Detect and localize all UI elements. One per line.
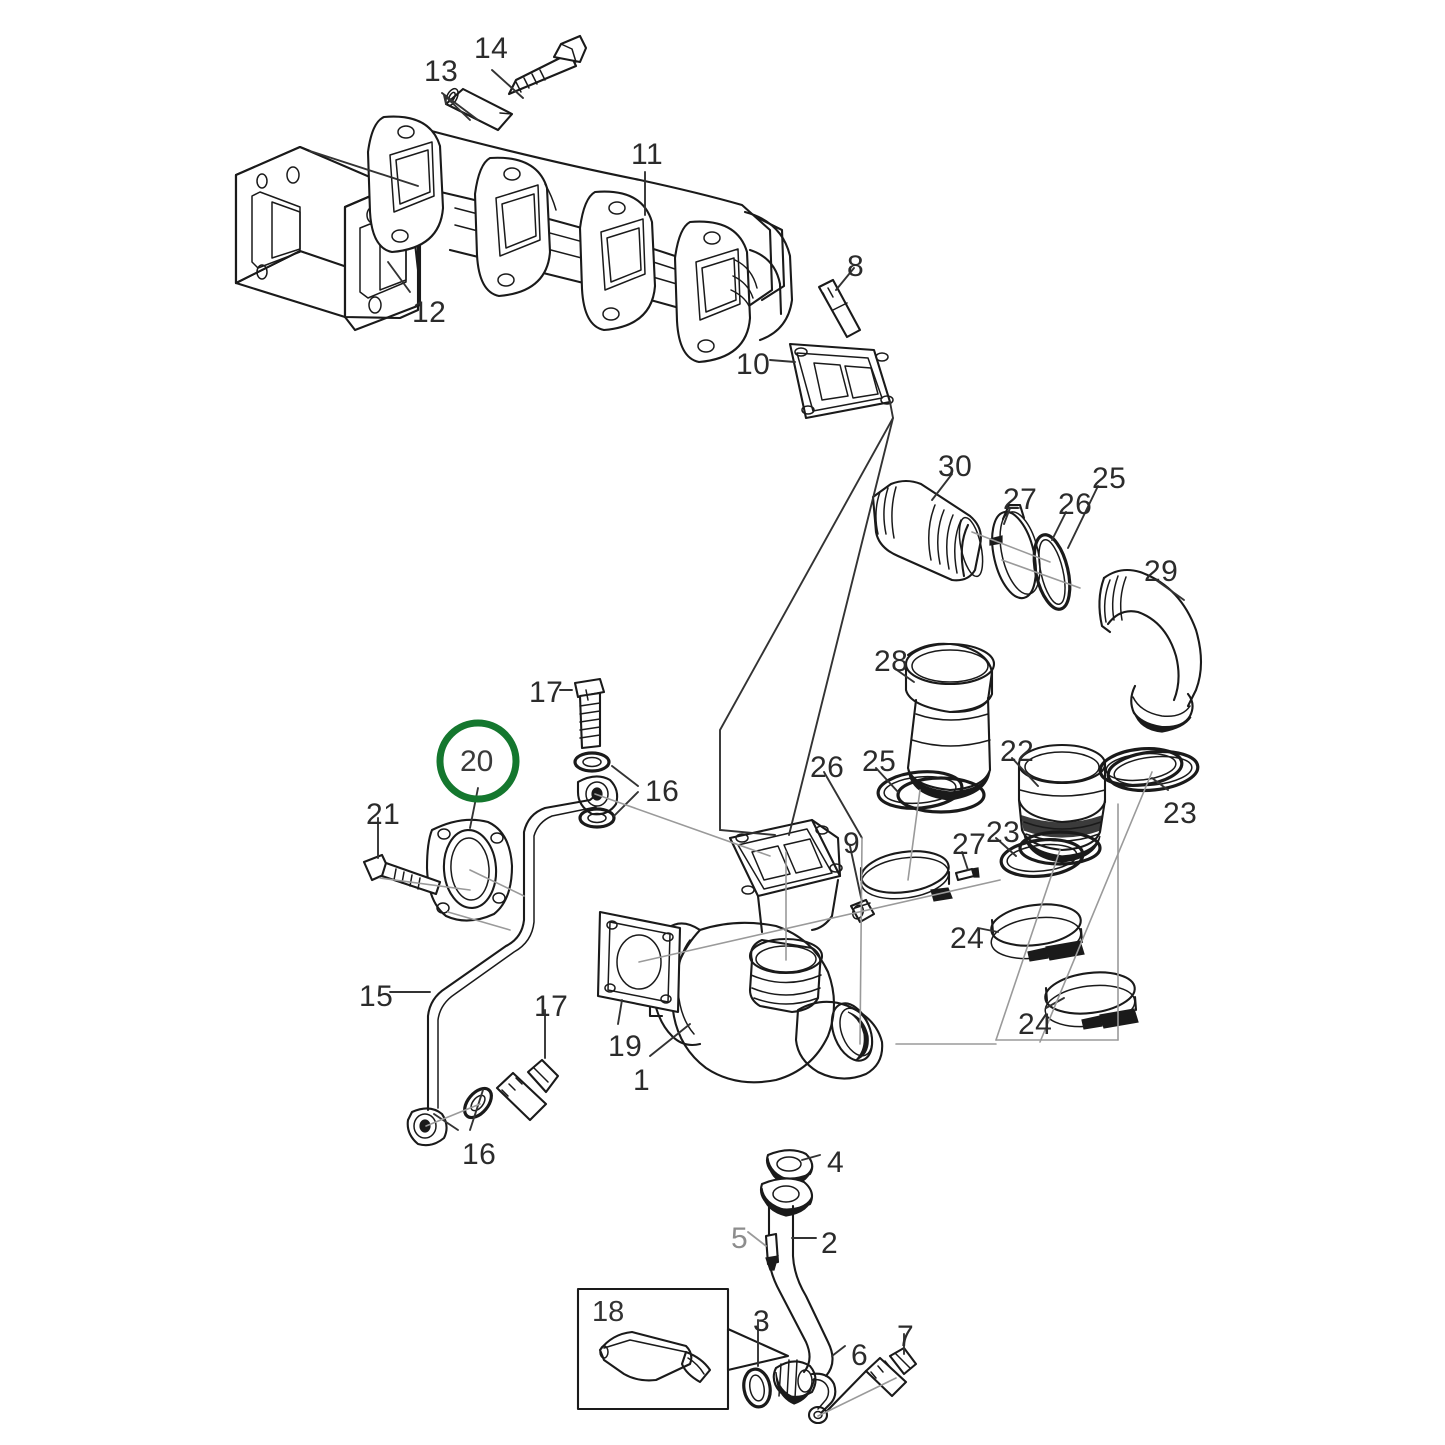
seal-ring-25-lower <box>876 770 964 810</box>
callout-17-lower: 17 <box>534 990 569 1023</box>
hose-30 <box>871 479 984 582</box>
clamp-27 <box>989 503 1041 600</box>
oil-drain-group <box>759 1149 837 1425</box>
callout-24-upper: 24 <box>950 922 985 955</box>
callout-13: 13 <box>424 55 459 88</box>
callout-22: 22 <box>1000 735 1035 768</box>
oil-feed-pipe-15 <box>406 775 619 1147</box>
turbo-gasket-10 <box>788 342 894 420</box>
banjo-bolt-17-upper <box>573 677 606 750</box>
sealant-box-18 <box>576 1287 790 1411</box>
callout-4: 4 <box>827 1146 845 1179</box>
callout-5: 5 <box>731 1222 749 1255</box>
callout-10: 10 <box>736 348 771 381</box>
callout-3: 3 <box>753 1305 771 1338</box>
ring-23-lower <box>999 837 1085 879</box>
hose-22 <box>1017 743 1107 866</box>
callout-16-upper: 16 <box>645 775 680 808</box>
callout-23-mid: 23 <box>986 816 1021 849</box>
callout-1: 1 <box>633 1064 651 1097</box>
callout-16-lower: 16 <box>462 1138 497 1171</box>
callout-26-lower: 26 <box>810 751 845 784</box>
elbow-29 <box>1098 568 1203 793</box>
callout-21: 21 <box>366 798 401 831</box>
callout-11: 11 <box>631 138 664 171</box>
exhaust-manifold-11 <box>366 115 794 364</box>
callout-18-inset: 18 <box>592 1296 625 1328</box>
washers-16-upper <box>573 751 616 829</box>
bolt-14 <box>507 34 588 96</box>
callout-27-upper: 27 <box>1003 483 1038 516</box>
callout-23-right: 23 <box>1163 797 1198 830</box>
callout-2: 2 <box>821 1227 839 1260</box>
oil-feed-flange-20 <box>425 818 514 922</box>
screw-5 <box>764 1232 780 1271</box>
hose-28 <box>896 642 996 814</box>
callout-6: 6 <box>851 1339 869 1372</box>
seal-ring-25-mid <box>904 794 906 796</box>
callout-24-lower: 24 <box>1018 1008 1053 1041</box>
callout-19: 19 <box>608 1030 643 1063</box>
clamp-9 <box>859 850 953 902</box>
callout-30: 30 <box>938 450 973 483</box>
callout-27-lower: 27 <box>952 828 987 861</box>
callout-14: 14 <box>474 32 509 65</box>
callout-9: 9 <box>843 827 861 860</box>
stud-8 <box>817 278 862 339</box>
callout-25-lower: 25 <box>862 745 897 778</box>
clamp-24-lower <box>1044 971 1139 1030</box>
callout-29: 29 <box>1144 555 1179 588</box>
callout-7: 7 <box>897 1320 915 1353</box>
ring-23-upper <box>1098 746 1184 788</box>
callout-8: 8 <box>847 250 865 283</box>
callout-25-upper: 25 <box>1092 462 1127 495</box>
callout-28: 28 <box>874 645 909 678</box>
bolt-7 <box>824 1346 918 1414</box>
o-ring-3 <box>742 1367 772 1409</box>
leader-lines <box>309 69 1185 1417</box>
callout-20-highlighted: 20 <box>460 745 494 778</box>
clamp-24-upper <box>990 903 1085 962</box>
callout-12: 12 <box>412 296 447 329</box>
banjo-bolt-17-lower <box>463 1058 560 1122</box>
callout-17-upper: 17 <box>529 676 564 709</box>
stud-13-bolt-14 <box>444 87 514 132</box>
callout-15: 15 <box>359 980 394 1013</box>
screw-27-lower <box>954 867 980 882</box>
bolt-21 <box>362 853 442 896</box>
callout-26-upper: 26 <box>1058 488 1093 521</box>
